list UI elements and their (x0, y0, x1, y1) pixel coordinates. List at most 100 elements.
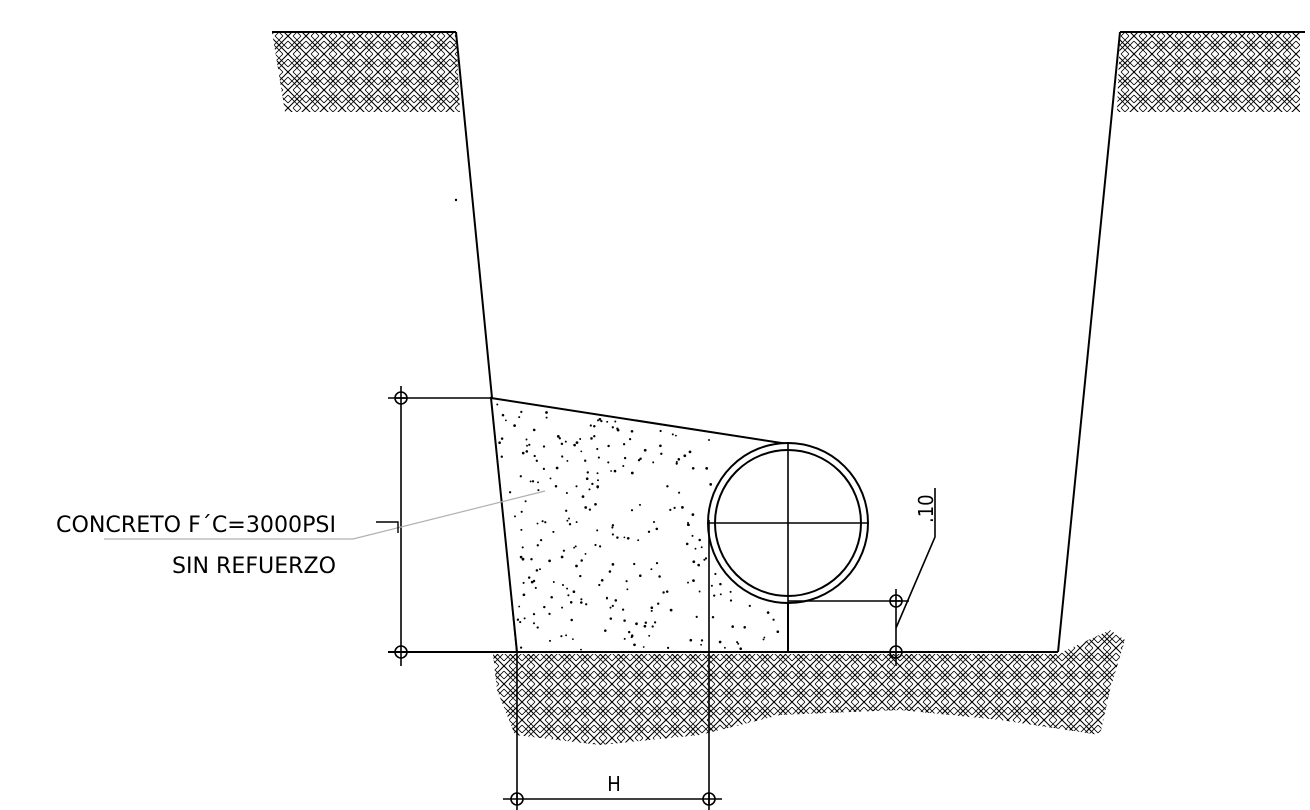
stipple-dot (660, 452, 663, 455)
stipple-dot (548, 639, 552, 642)
stipple-dot (729, 599, 733, 602)
stipple-dot (674, 434, 677, 437)
stipple-dot (565, 509, 568, 512)
stipple-dot (678, 491, 681, 494)
stipple-dot (522, 581, 525, 584)
stipple-dot (584, 459, 587, 462)
stipple-dot (520, 410, 523, 414)
stipple-dot (766, 611, 770, 614)
stipple-dot (736, 641, 739, 644)
stipple-dot (611, 526, 614, 529)
stipple-dot (653, 621, 657, 624)
stipple-dot (637, 459, 641, 462)
stipple-dot (703, 558, 706, 561)
stipple-dot (651, 625, 654, 628)
stipple-dot (700, 643, 702, 646)
stipple-dot (616, 427, 619, 430)
stipple-dot (657, 602, 660, 605)
stipple-dot (575, 485, 578, 488)
stipple-dot (647, 530, 651, 534)
stipple-dot (598, 417, 602, 421)
stipple-dot (531, 480, 535, 483)
stipple-dot (739, 647, 743, 651)
stipple-dot (532, 612, 536, 616)
stipple-dot (580, 648, 582, 651)
stipple-dot (683, 454, 687, 458)
stipple-dot (586, 471, 590, 474)
stipple-dot (570, 618, 573, 622)
stipple-dot (714, 572, 717, 576)
stipple-dot (600, 419, 603, 423)
stipple-dot (498, 441, 501, 444)
stipple-dot (597, 479, 599, 482)
stipple-dot (666, 646, 670, 650)
stipple-dot (550, 595, 553, 599)
stipple-dot (591, 482, 594, 486)
stipple-dot (691, 467, 695, 470)
stipple-dot (776, 630, 780, 634)
stipple-dot (665, 590, 669, 593)
stipple-dot (566, 459, 569, 462)
stipple-dot (585, 603, 588, 606)
stipple-dot (519, 555, 523, 559)
stipple-dot (588, 508, 592, 511)
stipple-dot (737, 642, 740, 645)
concrete-stipple (496, 403, 780, 651)
stipple-dot (655, 527, 659, 531)
stipple-dot (575, 441, 579, 444)
stipple-dot (560, 635, 563, 638)
stipple-dot (635, 622, 638, 626)
stipple-dot (650, 568, 653, 571)
stipple-dot (630, 471, 634, 475)
stipple-dot (523, 617, 526, 620)
stipple-dot (565, 491, 568, 495)
stipple-dot (626, 536, 630, 540)
stipple-dot (574, 545, 577, 548)
stipple-dot (637, 539, 640, 542)
stipple-dot (658, 575, 661, 578)
stipple-dot (584, 506, 588, 509)
stipple-dot (611, 533, 614, 536)
stipple-dot (519, 646, 523, 649)
stipple-dot (718, 640, 722, 644)
stipple-dot (575, 521, 578, 524)
stipple-dot (520, 510, 523, 513)
stipple-dot (532, 579, 536, 583)
stipple-dot (572, 638, 574, 640)
stipple-dot (529, 480, 532, 483)
stipple-dot (622, 464, 625, 468)
stipple-dot (687, 581, 689, 584)
stipple-dot (659, 444, 662, 448)
stipple-dot (644, 621, 648, 624)
stipple-dot (614, 420, 617, 423)
dimension-label-h: H (607, 772, 621, 796)
stipple-dot (700, 546, 703, 549)
stipple-dot (748, 604, 751, 607)
stipple-dot (532, 622, 536, 625)
stipple-dot (611, 604, 614, 608)
stipple-dot (593, 424, 596, 428)
stipple-dot (605, 597, 608, 600)
stipple-dot (558, 437, 561, 440)
stipple-dot (700, 639, 704, 642)
stipple-dot (581, 495, 585, 498)
stipple-dot (609, 606, 612, 609)
stipple-dot (537, 481, 539, 484)
stipple-dot (630, 509, 634, 512)
stipple-dot (643, 448, 647, 452)
stipple-dot (669, 508, 672, 511)
stipple-dot (763, 636, 766, 639)
stipple-dot (613, 469, 617, 473)
stipple-dot (573, 546, 575, 549)
stipple-dot (537, 489, 540, 492)
stipple-dot (521, 557, 525, 561)
stipple-dot (549, 477, 552, 480)
stipple-dot (731, 625, 734, 628)
stipple-dot (596, 447, 599, 451)
stipple-dot (519, 475, 522, 478)
stipple-dot (569, 601, 573, 604)
stipple-dot (584, 552, 587, 555)
stipple-dot (723, 646, 726, 649)
stipple-dot (685, 542, 689, 546)
drawing-speck (454, 198, 458, 202)
